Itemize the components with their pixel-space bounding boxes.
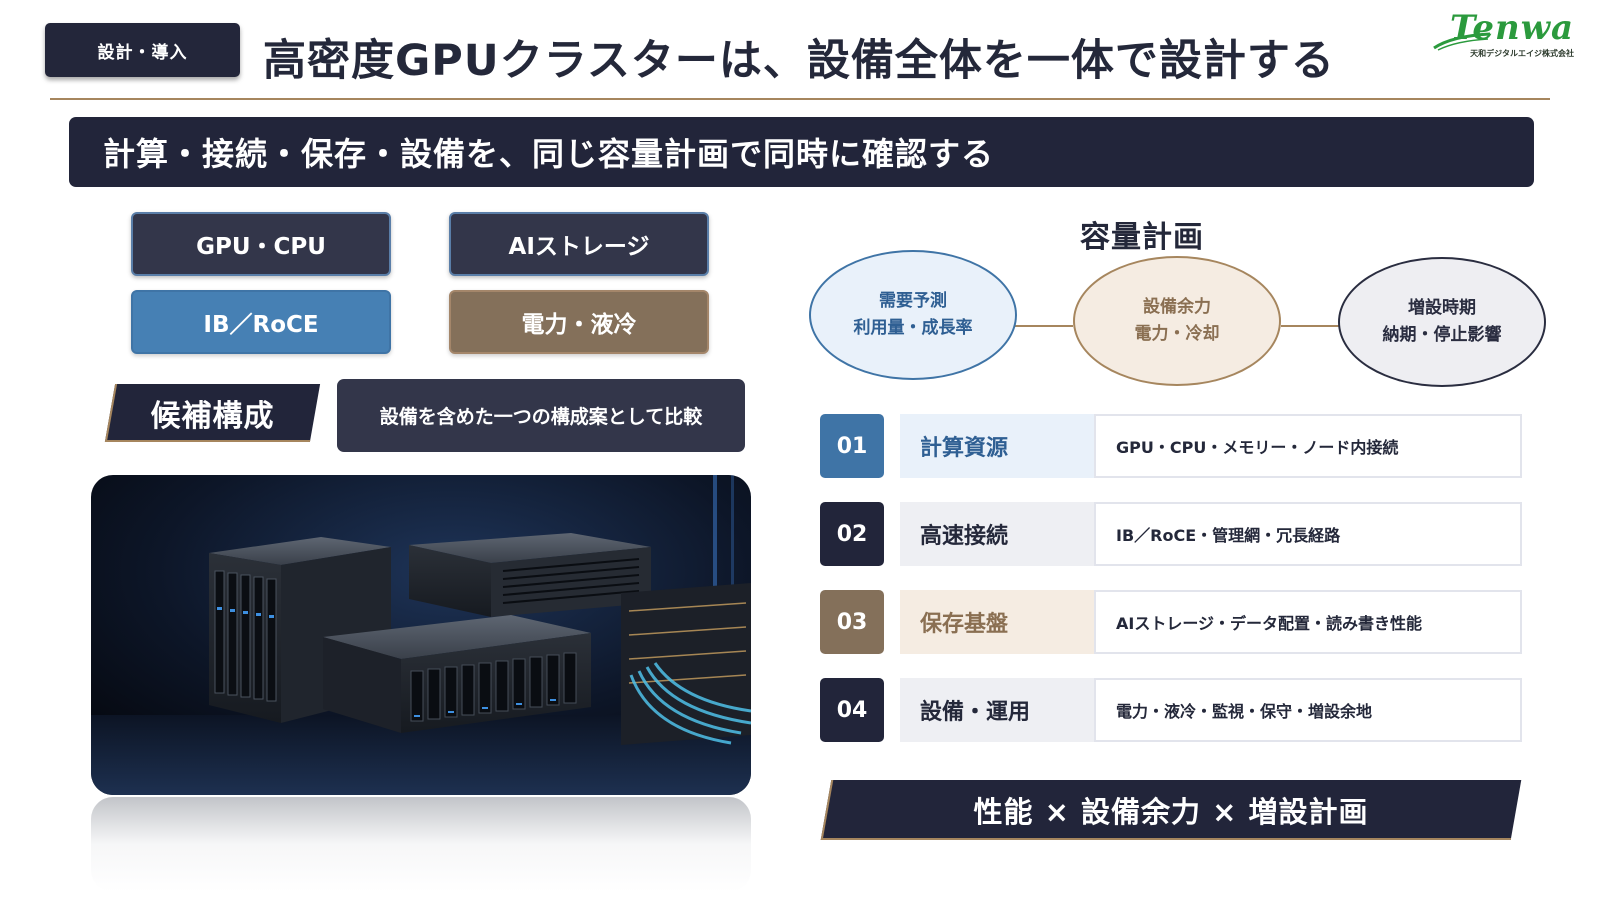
row-number: 02 — [820, 502, 884, 566]
logo-wordmark: Tenwa — [1449, 8, 1574, 48]
tile-ib-roce: IB／RoCE — [131, 290, 391, 354]
server-image-reflection — [91, 797, 751, 892]
capacity-node-expansion: 増設時期 納期・停止影響 — [1338, 257, 1546, 387]
tile-power-cooling: 電力・液冷 — [449, 290, 709, 354]
row-desc-compute: GPU・CPU・メモリー・ノード内接続 — [1094, 414, 1522, 478]
row-label-operations: 設備・運用 — [900, 678, 1094, 742]
capacity-node-detail: 納期・停止影響 — [1382, 325, 1502, 345]
candidate-label: 候補構成 — [150, 399, 275, 434]
server-hardware-image — [91, 475, 751, 795]
row-label-network: 高速接続 — [900, 502, 1094, 566]
capacity-node-title: 増設時期 — [1408, 297, 1476, 318]
section-badge: 設計・導入 — [45, 23, 240, 77]
summary-banner: 性能 × 設備余力 × 増設計画 — [973, 795, 1369, 829]
row-desc-operations: 電力・液冷・監視・保守・増設余地 — [1094, 678, 1522, 742]
row-desc-storage: AIストレージ・データ配置・読み書き性能 — [1094, 590, 1522, 654]
candidate-description: 設備を含めた一つの構成案として比較 — [337, 379, 745, 452]
capacity-node-title: 需要予測 — [879, 290, 947, 311]
logo-company-name: 天和デジタルエイジ株式会社 — [1470, 49, 1574, 58]
logo-swoosh-icon — [1433, 32, 1491, 51]
main-banner: 計算・接続・保存・設備を、同じ容量計画で同時に確認する — [69, 117, 1534, 187]
server-illustration — [91, 475, 751, 795]
capacity-node-demand: 需要予測 利用量・成長率 — [809, 250, 1017, 380]
capacity-node-detail: 利用量・成長率 — [853, 318, 973, 338]
row-number: 04 — [820, 678, 884, 742]
tile-ai-storage: AIストレージ — [449, 212, 709, 276]
row-label-storage: 保存基盤 — [900, 590, 1094, 654]
row-desc-network: IB／RoCE・管理網・冗長経路 — [1094, 502, 1522, 566]
capacity-plan-title: 容量計画 — [1080, 220, 1204, 255]
connector-line — [1015, 325, 1073, 327]
capacity-node-detail: 電力・冷却 — [1134, 324, 1220, 344]
company-logo: Tenwa 天和デジタルエイジ株式会社 — [1432, 8, 1582, 62]
header-divider — [50, 98, 1550, 100]
connector-line — [1281, 325, 1339, 327]
row-number: 03 — [820, 590, 884, 654]
row-number: 01 — [820, 414, 884, 478]
row-label-compute: 計算資源 — [900, 414, 1094, 478]
tile-gpu-cpu: GPU・CPU — [131, 212, 391, 276]
capacity-node-facility: 設備余力 電力・冷却 — [1073, 256, 1281, 386]
page-title: 高密度GPUクラスターは、設備全体を一体で設計する — [263, 36, 1335, 86]
capacity-node-title: 設備余力 — [1143, 296, 1211, 317]
